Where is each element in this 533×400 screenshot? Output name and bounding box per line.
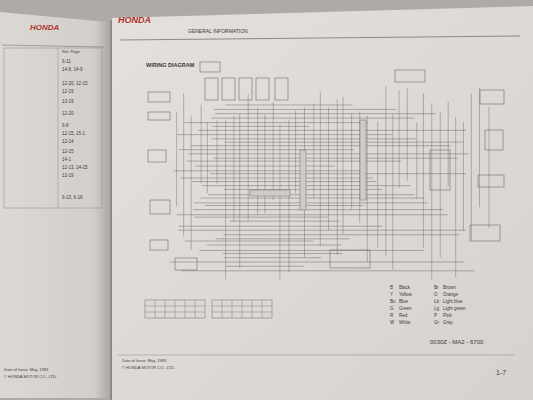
issue-date: Date of Issue: May, 1983 [4,368,48,372]
page-ref: 12-20, 12-15 [62,82,88,87]
page-ref: 12-15, 15-1 [62,132,85,137]
color-name: Light blue [443,300,463,305]
color-code: Bu [390,300,396,305]
color-name: Light green [443,307,466,312]
spine [110,20,112,400]
page-ref: 14-1 [62,158,71,163]
header-rule [120,36,520,40]
color-code: G [390,307,394,312]
page-ref: 12-13, 14-15 [62,166,88,171]
page-ref: 12-19 [62,174,74,179]
color-code: Lg [434,307,439,312]
copyright: © HONDA MOTOR CO., LTD. [122,366,175,370]
page-ref: 12-19 [62,90,74,95]
brand-logo: HONDA [30,24,59,32]
page-ref: 13-19 [62,100,74,105]
issue-date: Date of Issue: May, 1983 [122,359,166,363]
color-name: Orange [443,293,458,298]
color-code: Y [390,293,393,298]
color-code: R [390,314,393,319]
wiring-diagram [145,62,504,318]
page-ref: 14-8, 14-9 [62,68,83,73]
color-name: Pink [443,314,452,319]
color-code: O [434,293,438,298]
right-page [110,6,533,400]
page-ref: 6-13, 6-16 [62,196,83,201]
left-page [0,12,111,398]
page-ref: 6-11 [62,60,71,65]
page-ref: 12-20 [62,112,74,117]
color-code: Gr [434,321,439,326]
color-name: Black [399,286,410,291]
section-header: GENERAL INFORMATION [188,29,248,34]
brand-logo: HONDA [118,16,151,25]
table-header: Ref. Page [62,50,80,54]
page-ref: 6-8 [62,124,69,129]
color-code: B [390,286,393,291]
diagram-title: WIRING DIAGRAM [146,63,194,69]
color-code: Br [434,286,439,291]
color-code: P [434,314,437,319]
color-name: Green [399,307,412,312]
color-name: Brown [443,286,456,291]
part-table [4,48,102,208]
table-rule [58,48,59,208]
page-ref: 12-15 [62,150,74,155]
color-name: Red [399,314,407,319]
table-rule [2,45,104,47]
color-name: White [399,321,411,326]
footer-rule [118,355,515,356]
color-name: Blue [399,300,408,305]
page-ref: 12-14 [62,140,74,145]
page-number: 1-7 [496,369,506,376]
copyright: © HONDA MOTOR CO., LTD. [4,375,57,379]
color-name: Yellow [399,293,412,298]
color-code: W [390,321,394,326]
color-code: Lb [434,300,439,305]
color-name: Gray [443,321,453,326]
part-number: 0030Z - MA2 - 6700 [430,339,483,345]
